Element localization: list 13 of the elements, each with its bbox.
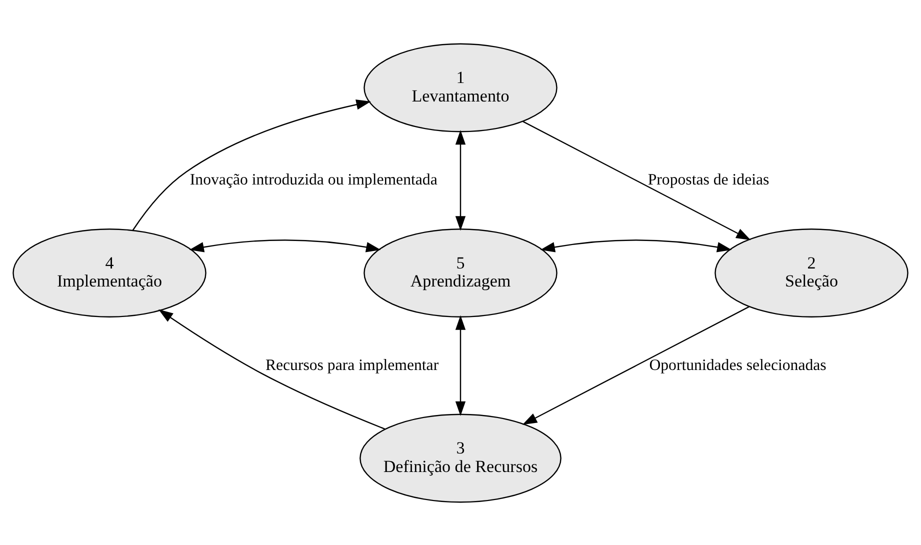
edge-label: Propostas de ideias: [648, 171, 770, 188]
edge-label: Recursos para implementar: [265, 356, 439, 374]
arrow: [522, 306, 750, 424]
arrow: [158, 308, 386, 430]
arrow: [522, 120, 751, 240]
arrow: [540, 239, 732, 252]
arrow: [132, 99, 371, 230]
node-ellipse: 1 Levantamento: [364, 42, 558, 132]
arrow: [189, 239, 381, 252]
arrow: [455, 314, 466, 416]
edge-label: Oportunidades selecionadas: [649, 356, 826, 374]
arrow: [455, 129, 466, 230]
edge-label: Inovação introduzida ou implementada: [190, 171, 438, 188]
